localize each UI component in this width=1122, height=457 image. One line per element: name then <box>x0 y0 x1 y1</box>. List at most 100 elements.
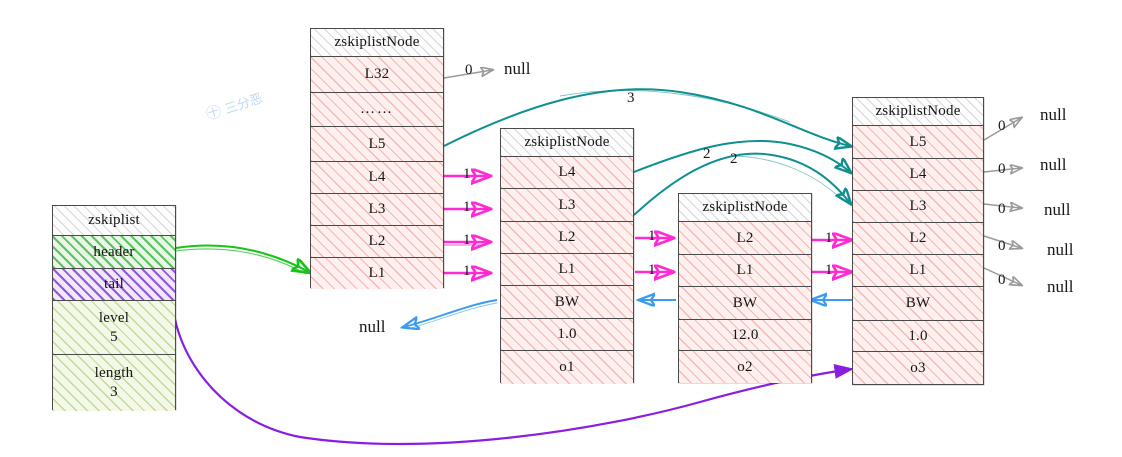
node-o3-l3-label: L3 <box>909 198 927 214</box>
span-o3-null-l5: 0 <box>998 118 1006 134</box>
node-o2-title: zskiplistNode <box>679 194 811 222</box>
node-o1-title: zskiplistNode <box>501 129 633 157</box>
span-header-o1-l2: 1 <box>463 232 471 248</box>
node-header-l32-label: L32 <box>364 66 390 82</box>
node-header-row-l5: L5 <box>311 127 443 162</box>
zskiplist-length-label: length <box>94 365 134 381</box>
node-o2-score-label: 12.0 <box>731 326 759 343</box>
node-o2-l1-label: L1 <box>736 262 754 278</box>
node-o3-title: zskiplistNode <box>853 98 983 126</box>
node-o1-row-l2: L2 <box>501 222 633 254</box>
node-header-title-label: zskiplistNode <box>334 34 420 50</box>
node-o1-box: zskiplistNode L4 L3 L2 L1 BW 1.0 o1 <box>500 128 634 384</box>
node-header-ellipsis-label: …… <box>360 101 394 117</box>
node-o3-l2-label: L2 <box>909 230 927 246</box>
node-o3-row-bw: BW <box>853 287 983 321</box>
node-header-l2-label: L2 <box>368 233 386 249</box>
node-header-row-l32: L32 <box>311 57 443 93</box>
node-o3-bw-label: BW <box>905 295 931 311</box>
zskiplist-length-value: 3 <box>110 384 118 400</box>
node-o3-row-l2: L2 <box>853 223 983 255</box>
span-o3-null-l3: 0 <box>998 201 1006 217</box>
node-o2-row-l2: L2 <box>679 222 811 255</box>
span-o2-o3-l1: 1 <box>825 262 833 278</box>
zskiplist-struct-box: zskiplist header tail level 5 length 3 <box>52 205 176 411</box>
zskiplist-header-label: header <box>93 243 135 260</box>
zskiplist-level-value: 5 <box>110 328 118 345</box>
node-header-row-ellipsis: …… <box>311 93 443 127</box>
zskiplist-field-tail: tail <box>53 269 175 301</box>
node-o2-bw-label: BW <box>732 294 758 311</box>
span-o3-null-l2: 0 <box>998 238 1006 254</box>
node-o2-row-bw: BW <box>679 287 811 320</box>
span-o1-o2-l2: 1 <box>648 228 656 244</box>
node-o1-l1-label: L1 <box>558 261 576 277</box>
node-o3-l4-label: L4 <box>909 166 927 182</box>
node-o2-box: zskiplistNode L2 L1 BW 12.0 o2 <box>678 193 812 383</box>
header-pointer-arrow <box>175 244 309 274</box>
zskiplist-field-level: level 5 <box>53 301 175 355</box>
node-o3-box: zskiplistNode L5 L4 L3 L2 L1 BW 1.0 o3 <box>852 97 984 385</box>
node-header-row-l1: L1 <box>311 258 443 289</box>
span-o2-o3-l2: 1 <box>825 230 833 246</box>
node-o1-row-l4: L4 <box>501 157 633 189</box>
node-header-row-l3: L3 <box>311 194 443 226</box>
span-o1-o2-l1: 1 <box>648 262 656 278</box>
node-header-title: zskiplistNode <box>311 29 443 57</box>
node-o1-l4-label: L4 <box>558 164 576 180</box>
header-to-o1-arrows <box>444 176 489 273</box>
node-o2-l2-label: L2 <box>736 229 754 246</box>
node-o3-row-l5: L5 <box>853 126 983 159</box>
node-o3-row-l4: L4 <box>853 159 983 191</box>
span-header-o1-l1: 1 <box>463 263 471 279</box>
span-o3-null-l1: 0 <box>998 272 1006 288</box>
node-header-l4-label: L4 <box>368 169 386 185</box>
node-header-l1-label: L1 <box>368 265 386 281</box>
node-o2-row-score: 12.0 <box>679 320 811 351</box>
null-o1-backward: null <box>359 317 386 336</box>
null-header-l32: null <box>504 59 531 78</box>
zskiplist-tail-label: tail <box>104 276 124 292</box>
null-o3-l2: null <box>1047 240 1074 259</box>
span-o1-l4-o3: 2 <box>703 146 711 162</box>
node-header-l5-label: L5 <box>368 135 386 152</box>
null-o3-l3: null <box>1044 200 1071 219</box>
node-o3-obj-label: o3 <box>910 359 926 376</box>
null-o3-l1: null <box>1047 277 1074 296</box>
node-o1-row-l3: L3 <box>501 189 633 222</box>
zskiplist-level-label: level <box>98 309 130 326</box>
node-header-row-l2: L2 <box>311 226 443 258</box>
watermark-text: 三分恶 <box>222 91 265 118</box>
zskiplist-title-label: zskiplist <box>88 212 140 228</box>
node-o1-title-label: zskiplistNode <box>524 134 610 150</box>
node-o1-bw-label: BW <box>554 293 580 310</box>
node-o3-row-l1: L1 <box>853 255 983 287</box>
null-o3-l5: null <box>1040 105 1067 124</box>
node-o3-l5-label: L5 <box>909 133 927 150</box>
node-o1-row-l1: L1 <box>501 254 633 286</box>
span-header-o1-l4: 1 <box>463 166 471 182</box>
node-o2-row-l1: L1 <box>679 255 811 287</box>
node-o3-row-l3: L3 <box>853 191 983 223</box>
node-o3-score-label: 1.0 <box>908 327 928 344</box>
node-header-l3-label: L3 <box>368 201 386 217</box>
span-header-o1-l3: 1 <box>463 199 471 215</box>
zskiplist-title: zskiplist <box>53 206 175 236</box>
span-header-l5-o3: 3 <box>627 90 635 106</box>
node-o1-row-obj: o1 <box>501 351 633 384</box>
o1-l4-to-o3-arrow <box>633 139 850 172</box>
node-o3-row-obj: o3 <box>853 352 983 384</box>
span-header-l32-null: 0 <box>465 62 473 78</box>
zskiplist-field-length: length 3 <box>53 355 175 411</box>
node-o2-obj-label: o2 <box>737 358 753 375</box>
node-o3-row-score: 1.0 <box>853 321 983 352</box>
node-o1-row-score: 1.0 <box>501 319 633 351</box>
watermark-label: ㊉ 三分恶 <box>203 91 265 124</box>
node-o2-row-obj: o2 <box>679 351 811 383</box>
node-o2-title-label: zskiplistNode <box>702 199 788 215</box>
span-o3-null-l4: 0 <box>998 161 1006 177</box>
node-header-row-l4: L4 <box>311 162 443 194</box>
node-o3-l1-label: L1 <box>909 262 927 278</box>
span-o1-l3-o3: 2 <box>730 151 738 167</box>
